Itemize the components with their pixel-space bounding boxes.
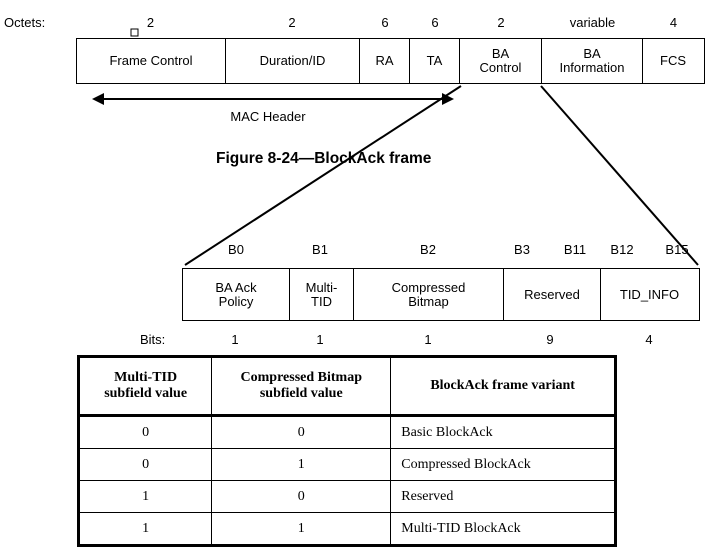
octets-ba-information: variable [569, 15, 616, 30]
figure-caption: Figure 8-24—BlockAck frame [216, 150, 432, 167]
subfield-tid-info: TID_INFO [619, 286, 680, 302]
blockack-variant-table: Multi-TID subfield value Compressed Bitm… [77, 355, 617, 547]
bits-multi-tid: 1 [316, 332, 324, 347]
cell-variant: Reserved [390, 480, 616, 513]
subfield-ba-ack-policy-line1: BA Ack [215, 279, 257, 295]
octets-frame-control: 2 [146, 15, 155, 30]
field-ba-information: BA Information [542, 39, 643, 83]
field-fcs: FCS [660, 53, 686, 68]
octets-duration: 2 [288, 15, 296, 30]
mac-header-label: MAC Header [230, 109, 306, 124]
header-compressed-bitmap: Compressed Bitmap subfield value [211, 356, 392, 417]
header-compressed-bitmap-line2: subfield value [259, 386, 343, 401]
field-ta: TA [410, 39, 460, 83]
cell-compressed: 1 [211, 512, 392, 546]
zoom-line-left [184, 85, 462, 266]
table-row: 1 1 Multi-TID BlockAck [77, 512, 616, 546]
bits-label: Bits: [140, 332, 166, 347]
octets-ta: 6 [431, 15, 439, 30]
cell-compressed: 0 [211, 415, 392, 449]
table-row: 0 0 Basic BlockAck [77, 415, 616, 449]
subfield-compressed-bitmap-line1: Compressed [391, 279, 466, 295]
bit-position-b2: B2 [420, 242, 436, 257]
cell-variant: Basic BlockAck [390, 415, 616, 449]
bits-tid-info: 4 [645, 332, 653, 347]
octets-fcs: 4 [669, 15, 678, 30]
field-duration-id: Duration/ID [226, 39, 360, 83]
subfield-ba-ack-policy-line2: Policy [218, 293, 254, 309]
field-ba-control: BA Control [460, 39, 542, 83]
bits-reserved: 9 [546, 332, 554, 347]
cell-multi-tid: 1 [77, 480, 213, 513]
zoom-line-right [540, 85, 699, 266]
small-square-mark [130, 28, 139, 37]
bit-position-b12: B12 [610, 242, 634, 257]
field-frame-control: Frame Control [77, 39, 226, 83]
cell-multi-tid: 0 [77, 415, 213, 449]
table-header-row: Multi-TID subfield value Compressed Bitm… [77, 356, 616, 417]
subfield-multi-tid: Multi- TID [290, 269, 354, 320]
table-row: 0 1 Compressed BlockAck [77, 448, 616, 481]
bit-position-b3: B3 [514, 242, 530, 257]
blockack-frame-fields: Frame Control Duration/ID RA TA BA Contr… [76, 38, 705, 84]
field-ba-information-line2: Information [559, 60, 625, 75]
octets-label: Octets: [4, 15, 46, 30]
field-ba-control-line1: BA [491, 46, 510, 61]
cell-compressed: 0 [211, 480, 392, 513]
octets-ra: 6 [381, 15, 389, 30]
cell-variant: Multi-TID BlockAck [390, 512, 616, 546]
subfield-compressed-bitmap-line2: Bitmap [408, 293, 449, 309]
cell-multi-tid: 0 [77, 448, 213, 481]
bit-position-b11: B11 [563, 242, 587, 257]
bit-position-b15: B15 [665, 242, 689, 257]
header-multi-tid: Multi-TID subfield value [77, 356, 213, 417]
header-variant: BlockAck frame variant [390, 356, 616, 417]
subfield-compressed-bitmap: Compressed Bitmap [354, 269, 504, 320]
ba-control-fields: BA Ack Policy Multi- TID Compressed Bitm… [182, 268, 700, 321]
bit-position-b0: B0 [228, 242, 244, 257]
header-multi-tid-line1: Multi-TID [114, 370, 178, 385]
subfield-multi-tid-line1: Multi- [305, 279, 338, 295]
octets-ba-control: 2 [497, 15, 505, 30]
subfield-ba-ack-policy: BA Ack Policy [183, 269, 290, 320]
header-multi-tid-line2: subfield value [104, 386, 188, 401]
subfield-reserved: Reserved [504, 269, 601, 320]
subfield-multi-tid-line2: TID [311, 293, 332, 309]
cell-multi-tid: 1 [77, 512, 213, 546]
table-row: 1 0 Reserved [77, 480, 616, 513]
field-ra: RA [360, 39, 410, 83]
cell-variant: Compressed BlockAck [390, 448, 616, 481]
bits-compressed-bitmap: 1 [424, 332, 432, 347]
bits-ba-ack-policy: 1 [231, 332, 239, 347]
header-compressed-bitmap-line1: Compressed Bitmap [240, 370, 362, 385]
bit-position-b1: B1 [312, 242, 328, 257]
field-ba-information-line1: BA [583, 46, 601, 61]
field-ba-control-line2: Control [479, 60, 522, 75]
cell-compressed: 1 [211, 448, 392, 481]
